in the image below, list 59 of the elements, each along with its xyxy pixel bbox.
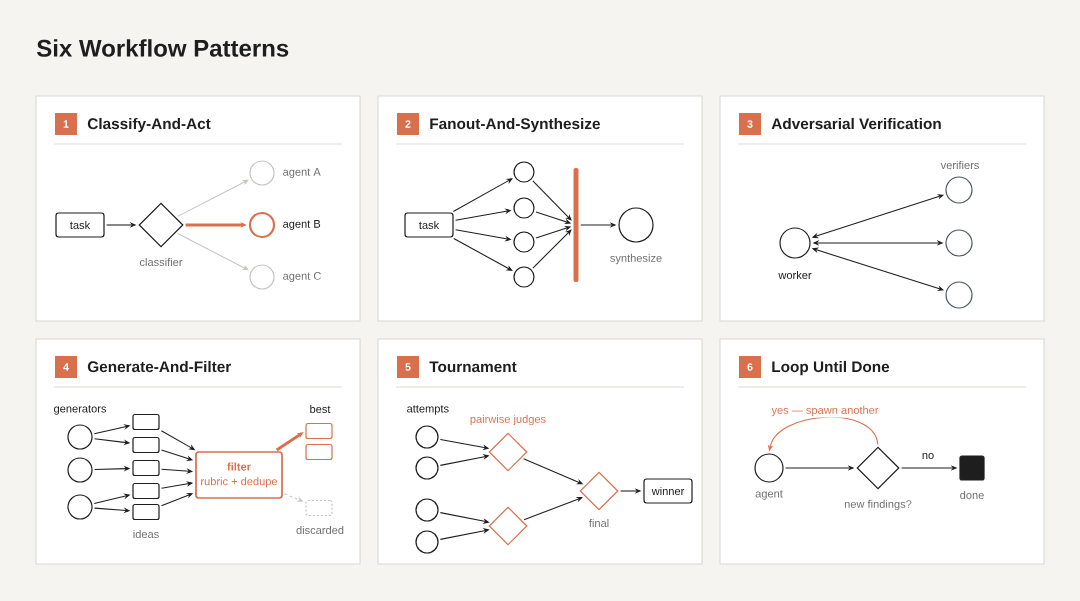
node-caption: agent A: [283, 168, 321, 178]
node-caption: agent C: [283, 272, 321, 282]
box-node: [305, 422, 333, 440]
node-caption: done: [960, 490, 984, 500]
arrow: [452, 178, 513, 212]
number-badge: 3: [739, 113, 761, 135]
box-node: [132, 436, 160, 454]
circle-node: [513, 266, 535, 288]
circle-node: [415, 456, 439, 480]
decision-diamond: [488, 506, 528, 546]
process-box: winner: [643, 478, 693, 504]
circle-node: [513, 197, 535, 219]
circle-node: [945, 229, 973, 257]
arrow: [185, 222, 247, 228]
arrow: [523, 496, 583, 521]
circle-node: [415, 498, 439, 522]
process-box: task: [55, 212, 105, 238]
circle-node: [415, 425, 439, 449]
arrow: [532, 180, 572, 221]
process-box: task: [404, 212, 454, 238]
box-node: [132, 413, 160, 431]
number-badge: 2: [397, 113, 419, 135]
group-label: ideas: [133, 529, 159, 539]
node-caption: new findings?: [844, 499, 912, 511]
node-caption: synthesize: [610, 253, 662, 265]
edge-label: no: [920, 451, 936, 461]
circle-node: [67, 494, 93, 520]
box-node: [132, 459, 160, 477]
node-caption: agent B: [283, 220, 321, 230]
merge-bar: [573, 168, 579, 282]
node-caption: agent: [755, 490, 783, 500]
box-node: [132, 482, 160, 500]
node-caption: discarded: [296, 525, 344, 535]
box-node: [305, 443, 333, 461]
circle-node: [67, 457, 93, 483]
circle-node: [415, 530, 439, 554]
arrow: [532, 229, 572, 269]
number-badge: 6: [739, 356, 761, 378]
node-caption: classifier: [139, 257, 183, 267]
arrow: [275, 432, 304, 452]
number-badge: 4: [55, 356, 77, 378]
number-badge: 5: [397, 356, 419, 378]
group-label: pairwise judges: [470, 414, 546, 426]
circle-node: [513, 231, 535, 253]
group-label: generators: [54, 405, 107, 415]
filter-box: filter rubric + dedupe: [195, 451, 283, 499]
circle-node: [945, 281, 973, 309]
arrow: [453, 238, 513, 271]
box-node: [132, 503, 160, 521]
circle-node: [945, 176, 973, 204]
circle-node: [67, 424, 93, 450]
node-caption: worker: [778, 270, 812, 280]
decision-diamond: [488, 432, 528, 472]
node-caption: final: [589, 518, 609, 528]
group-label: best: [310, 404, 331, 414]
number-badge: 1: [55, 113, 77, 135]
page-title: Six Workflow Patterns: [36, 39, 289, 57]
group-label: attempts: [407, 405, 449, 415]
circle-node: [513, 161, 535, 183]
